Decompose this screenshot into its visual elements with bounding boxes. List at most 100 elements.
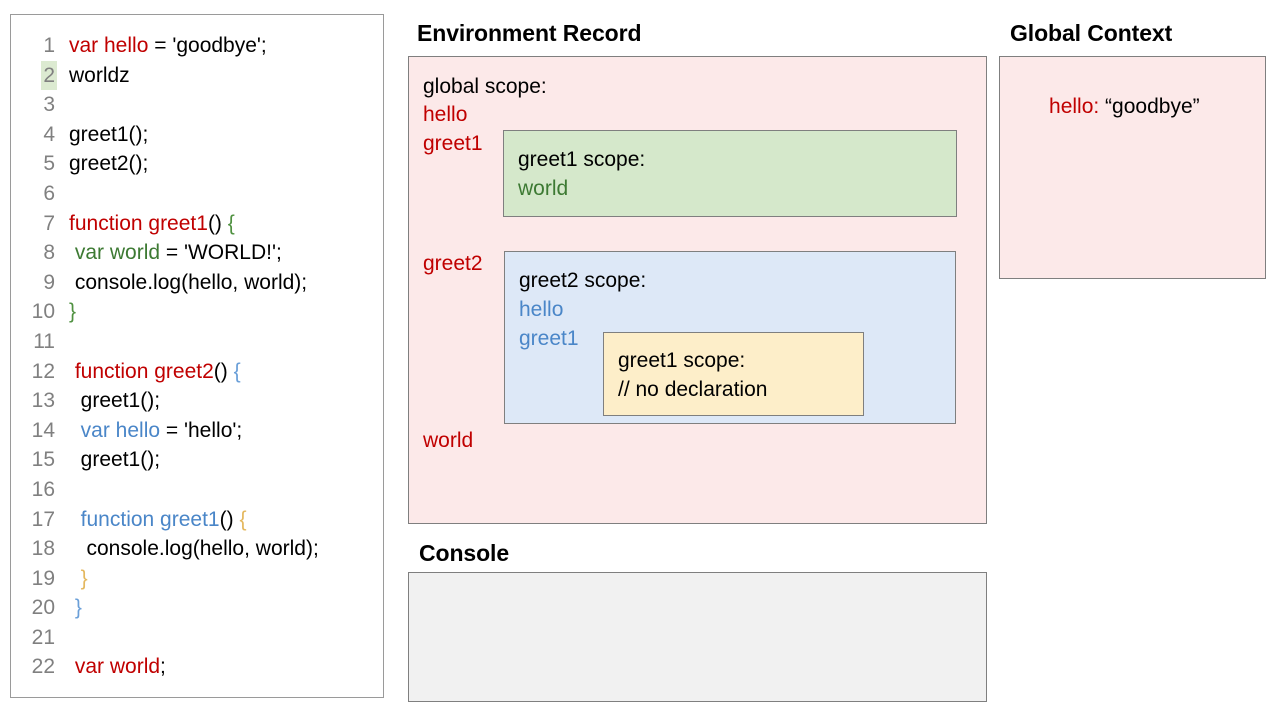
code-token: var hello: [80, 418, 161, 442]
greet2-scope-box: greet2 scope: hello greet1 greet1 scope:…: [504, 251, 956, 424]
code-line-text: greet1();: [57, 120, 148, 150]
code-line-text: function greet1() {: [57, 209, 235, 239]
line-number-2: 2: [11, 60, 57, 91]
global-context-entry-value: “goodbye”: [1099, 95, 1200, 118]
code-token: [69, 419, 81, 442]
code-token: = 'hello';: [160, 418, 243, 442]
code-line[interactable]: 10}: [11, 297, 383, 327]
code-token: {: [233, 359, 241, 383]
code-token: }: [74, 596, 82, 620]
code-line[interactable]: 8 var world = 'WORLD!';: [11, 238, 383, 268]
line-number-16: 16: [31, 477, 55, 501]
code-token: var hello: [69, 34, 149, 57]
code-line[interactable]: 15 greet1();: [11, 445, 383, 475]
code-token: var world: [74, 241, 161, 265]
code-token: var world: [74, 655, 161, 679]
code-line[interactable]: 5 greet2();: [11, 149, 383, 179]
code-token: greet1();: [69, 389, 161, 413]
code-line-text: console.log(hello, world);: [57, 534, 319, 564]
code-line[interactable]: 6: [11, 179, 383, 209]
code-line[interactable]: 12 function greet2() {: [11, 357, 383, 387]
code-token: function greet1: [80, 507, 220, 531]
console-panel[interactable]: [408, 572, 987, 702]
global-context-panel: hello: “goodbye”: [999, 56, 1266, 279]
code-line-text: function greet2() {: [57, 357, 241, 387]
global-binding-hello: hello: [423, 103, 468, 126]
global-context-title: Global Context: [1010, 20, 1173, 46]
code-line-text: var hello = 'hello';: [57, 416, 243, 446]
global-binding-world: world: [423, 429, 474, 452]
code-line-text: var world;: [57, 652, 166, 682]
code-token: greet2();: [69, 152, 149, 176]
greet2-scope-label: greet2 scope:: [519, 269, 647, 292]
greet1-scope-box: greet1 scope: world: [503, 130, 957, 217]
code-line[interactable]: 4 greet1();: [11, 120, 383, 150]
code-token: function greet1: [69, 211, 208, 235]
greet1-scope-label: greet1 scope:: [518, 148, 646, 171]
global-context-entry: hello: “goodbye”: [1000, 57, 1265, 143]
code-line-text: var hello = 'goodbye';: [57, 31, 267, 61]
code-line-text: console.log(hello, world);: [57, 268, 307, 298]
code-line[interactable]: 18 console.log(hello, world);: [11, 534, 383, 564]
line-number-10: 10: [31, 300, 55, 324]
line-number-9: 9: [43, 270, 55, 294]
greet1-scope-binding-world: world: [518, 177, 569, 200]
code-line[interactable]: 21: [11, 623, 383, 653]
line-number-3: 3: [43, 93, 55, 117]
global-binding-greet2: greet2: [423, 252, 483, 275]
code-token: [69, 508, 81, 531]
line-number-22: 22: [31, 655, 55, 679]
code-token: (): [207, 211, 228, 235]
inner-greet1-scope-label: greet1 scope:: [618, 349, 746, 372]
code-token: }: [80, 566, 88, 590]
line-number-21: 21: [31, 625, 55, 649]
code-line[interactable]: 17 function greet1() {: [11, 505, 383, 535]
global-scope-label: global scope:: [423, 75, 547, 98]
code-line[interactable]: 22 var world;: [11, 652, 383, 682]
code-token: {: [239, 507, 247, 531]
environment-record-panel: global scope: hello greet1 greet2 world …: [408, 56, 987, 524]
line-number-4: 4: [43, 122, 55, 146]
line-number-5: 5: [43, 152, 55, 176]
line-number-6: 6: [43, 181, 55, 205]
code-line[interactable]: 3: [11, 90, 383, 120]
line-number-15: 15: [31, 448, 55, 472]
code-line[interactable]: 9 console.log(hello, world);: [11, 268, 383, 298]
code-token: greet1();: [69, 448, 161, 472]
code-token: console.log(hello, world);: [69, 270, 308, 294]
code-line[interactable]: 20 }: [11, 593, 383, 623]
code-line[interactable]: 16: [11, 475, 383, 505]
code-line[interactable]: 19 }: [11, 564, 383, 594]
line-number-14: 14: [31, 418, 55, 442]
line-number-17: 17: [31, 507, 55, 531]
greet2-scope-binding-greet1: greet1: [519, 327, 579, 350]
inner-greet1-scope-comment: // no declaration: [618, 378, 768, 401]
code-token: (): [219, 507, 240, 531]
code-token: [69, 567, 81, 590]
code-line[interactable]: 11: [11, 327, 383, 357]
code-line-text: greet1();: [57, 386, 160, 416]
console-title: Console: [419, 540, 510, 566]
code-token: (): [213, 359, 234, 383]
code-line-text: function greet1() {: [57, 505, 247, 535]
code-token: }: [69, 300, 77, 324]
code-line-text: worldz: [57, 61, 130, 91]
code-line[interactable]: 13 greet1();: [11, 386, 383, 416]
code-line-text: var world = 'WORLD!';: [57, 238, 282, 268]
line-number-1: 1: [43, 34, 55, 57]
code-line-text: greet1();: [57, 445, 160, 475]
code-line[interactable]: 14 var hello = 'hello';: [11, 416, 383, 446]
code-token: ;: [160, 655, 166, 679]
console-output: [409, 573, 986, 589]
line-number-12: 12: [31, 359, 55, 383]
line-number-7: 7: [43, 211, 55, 235]
line-number-8: 8: [43, 241, 55, 265]
code-token: greet1();: [69, 122, 149, 146]
code-line-text: }: [57, 564, 88, 594]
global-binding-greet1: greet1: [423, 132, 483, 155]
